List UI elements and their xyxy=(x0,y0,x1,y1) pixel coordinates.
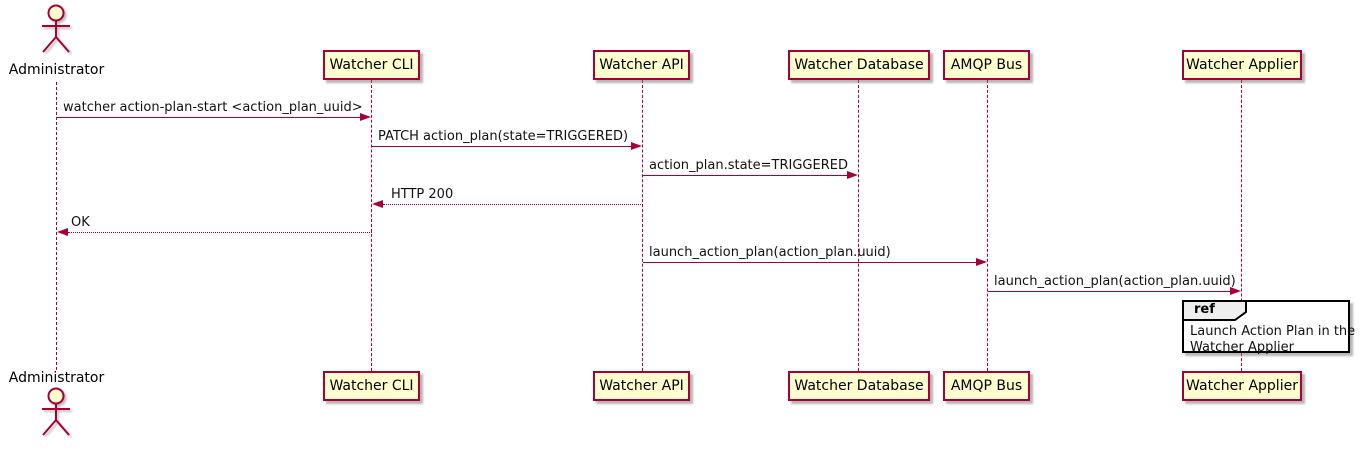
actor-administrator-top xyxy=(37,4,75,60)
message-line xyxy=(643,175,848,176)
participant-watcher-api-top: Watcher API xyxy=(593,50,690,80)
message-line xyxy=(988,291,1231,292)
ref-tab-shape xyxy=(1182,300,1247,321)
ref-text-line: Launch Action Plan in the xyxy=(1190,324,1356,339)
message-line xyxy=(383,204,643,205)
actor-administrator-bottom xyxy=(37,387,75,443)
message-line xyxy=(68,232,372,233)
participant-watcher-cli-bottom: Watcher CLI xyxy=(323,371,420,401)
ref-keyword: ref xyxy=(1194,302,1215,317)
lifeline-watcher-api xyxy=(642,80,643,371)
participant-watcher-api-bottom: Watcher API xyxy=(593,371,690,401)
message-label: launch_action_plan(action_plan.uuid) xyxy=(994,274,1236,289)
participant-watcher-applier-top: Watcher Applier xyxy=(1182,50,1302,80)
lifeline-watcher-cli xyxy=(371,80,372,371)
message-label: watcher action-plan-start <action_plan_u… xyxy=(63,100,363,115)
lifeline-watcher-database xyxy=(858,80,859,371)
message-line xyxy=(372,146,632,147)
ref-text-line: Watcher Applier xyxy=(1190,340,1294,355)
message-line xyxy=(57,117,361,118)
participant-watcher-database-top: Watcher Database xyxy=(788,50,930,80)
arrowhead-icon xyxy=(847,171,858,179)
arrowhead-icon xyxy=(976,258,987,266)
actor-label-administrator-top: Administrator xyxy=(8,62,105,78)
lifeline-watcher-applier xyxy=(1241,80,1242,371)
ref-fragment: ref Launch Action Plan in the Watcher Ap… xyxy=(1182,300,1355,355)
participant-watcher-database-bottom: Watcher Database xyxy=(788,371,930,401)
arrowhead-icon xyxy=(1230,287,1241,295)
message-label: action_plan.state=TRIGGERED xyxy=(649,158,848,173)
participant-amqp-bus-bottom: AMQP Bus xyxy=(943,371,1030,401)
message-label: launch_action_plan(action_plan.uuid) xyxy=(649,245,891,260)
participant-amqp-bus-top: AMQP Bus xyxy=(943,50,1030,80)
arrowhead-icon xyxy=(631,142,642,150)
message-line xyxy=(643,262,977,263)
lifeline-administrator xyxy=(56,82,57,370)
participant-watcher-applier-bottom: Watcher Applier xyxy=(1182,371,1302,401)
arrowhead-icon xyxy=(372,200,383,208)
arrowhead-icon xyxy=(360,113,371,121)
message-label: HTTP 200 xyxy=(391,187,454,202)
actor-label-administrator-bottom: Administrator xyxy=(8,370,105,386)
message-label: PATCH action_plan(state=TRIGGERED) xyxy=(378,129,629,144)
ref-text: Launch Action Plan in the Watcher Applie… xyxy=(1190,324,1355,356)
message-label: OK xyxy=(71,215,90,230)
actor-icon xyxy=(42,4,70,53)
arrowhead-icon xyxy=(57,228,68,236)
actor-icon xyxy=(42,387,70,436)
lifeline-amqp-bus xyxy=(987,80,988,371)
participant-watcher-cli-top: Watcher CLI xyxy=(323,50,420,80)
